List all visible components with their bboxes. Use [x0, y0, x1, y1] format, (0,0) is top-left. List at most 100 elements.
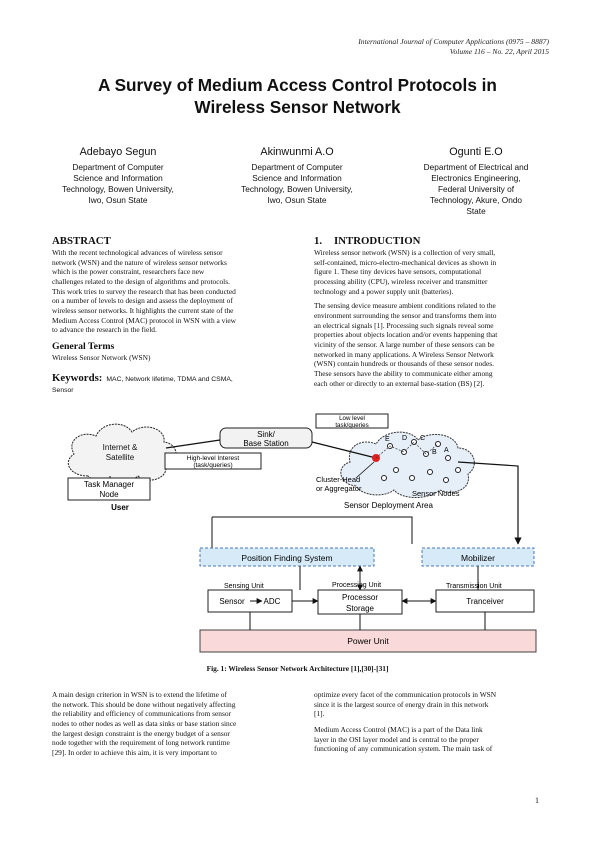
storage-label: Storage — [346, 604, 375, 613]
text-line: since it is the largest source of energy… — [314, 699, 489, 709]
text-line: [29]. In order to achieve this aim, it i… — [52, 747, 217, 757]
sensor-area-cloud-icon — [340, 431, 475, 498]
text-line: (WSN) contain hundreds or thousands of t… — [314, 359, 495, 369]
text-line: an electrical signals [1]. Processing su… — [314, 320, 494, 330]
node-letter-b: B — [432, 449, 437, 456]
text-line: A main design criterion in WSN is to ext… — [52, 690, 227, 699]
text-line: environment surrounding the sensor and t… — [314, 310, 497, 320]
author-block-2: Akinwunmi A.O Department of Computer Sci… — [222, 146, 372, 206]
text-line: the reliability and efficiency of commun… — [52, 709, 232, 719]
node-letter-e: E — [385, 436, 390, 443]
paper-title: A Survey of Medium Access Control Protoc… — [40, 74, 555, 118]
aff-line: Department of Computer — [72, 162, 164, 172]
text-line: processing ability (CPU), wireless recei… — [314, 276, 488, 286]
transceiver-label: Tranceiver — [466, 597, 504, 606]
processing-unit-label: Processing Unit — [332, 582, 381, 589]
sensor-node-group — [372, 439, 461, 483]
text-line: network (WSN) and the nature of wireless… — [52, 257, 227, 267]
author-affiliation: Department of Computer Science and Infor… — [43, 162, 193, 206]
adc-label: ADC — [264, 597, 281, 606]
text-line: With the recent technological advances o… — [52, 248, 223, 257]
bottom-right-column: optimize every facet of the communicatio… — [314, 690, 543, 754]
task-manager-box — [67, 477, 151, 501]
right-column: 1.INTRODUCTION Wireless sensor network (… — [314, 235, 543, 388]
journal-volume: Volume 116 – No. 22, April 2015 — [449, 47, 549, 56]
text-line: figure 1. These tiny devices have sensor… — [314, 267, 482, 277]
keywords-block: Keywords: MAC, Network lifetime, TDMA an… — [52, 368, 281, 395]
text-line: Medium Access Control (MAC) protocol in … — [52, 315, 236, 325]
text-line: nodes to other nodes as well as data sin… — [52, 718, 237, 728]
text-line: challenges related to the design of algo… — [52, 276, 230, 286]
interest-label-1: High-level Interest — [187, 455, 240, 462]
author-block-1: Adebayo Segun Department of Computer Sci… — [43, 146, 193, 206]
text-line: which is the power constraint, researche… — [52, 267, 205, 277]
text-line: self-contained, micro-electro-mechanical… — [314, 257, 497, 267]
aff-line: Science and Information — [252, 173, 342, 183]
lowlevel-label-1: Low level — [339, 415, 365, 422]
aff-line: Technology, Bowen University, — [62, 184, 174, 194]
aff-line: Department of Computer — [251, 162, 343, 172]
text-line: technology and a power supply unit (batt… — [314, 286, 454, 296]
text-line: Wireless sensor network (WSN) is a colle… — [314, 248, 496, 257]
routing-path — [375, 441, 439, 459]
processor-label: Processor — [342, 593, 378, 602]
sensor-nodes-label: Sensor Nodes — [412, 489, 460, 498]
sensor-label: Sensor — [219, 597, 245, 606]
author-affiliation: Department of Computer Science and Infor… — [222, 162, 372, 206]
title-line-2: Wireless Sensor Network — [194, 97, 401, 117]
aff-line: Technology, Akure, Ondo — [429, 195, 523, 205]
sensor-node — [455, 467, 461, 473]
aff-line: Iwo, Osun State — [267, 195, 327, 205]
figure-caption: Fig. 1: Wireless Sensor Network Architec… — [206, 664, 389, 673]
text-line: functioning of any communication system.… — [314, 744, 493, 754]
text-line: optimize every facet of the communicatio… — [314, 690, 497, 699]
text-line: each other or directly to an external ba… — [314, 378, 485, 388]
interest-label-2: (task/queries) — [193, 462, 232, 469]
sensor-node — [427, 469, 433, 475]
abstract-heading: ABSTRACT — [52, 235, 111, 247]
sensor-node — [443, 477, 449, 483]
intro-paragraph-2: The sensing device measure ambient condi… — [314, 301, 543, 388]
cloud-label-2: Satellite — [106, 453, 135, 462]
text-line: the largest design constraint is the ene… — [52, 728, 230, 738]
design-criterion-paragraph: A main design criterion in WSN is to ext… — [52, 690, 281, 758]
author-name: Ogunti E.O — [449, 146, 503, 158]
text-line: on a number of levels to design and asse… — [52, 296, 233, 306]
section-number: 1. — [314, 235, 323, 247]
sensor-node — [393, 467, 399, 473]
general-terms-heading: General Terms — [52, 340, 115, 352]
lowlevel-label-2: task/queries — [335, 422, 368, 429]
sensing-unit-label: Sensing Unit — [224, 583, 264, 590]
text-line: node together with the requirement of lo… — [52, 738, 230, 748]
low-level-task-box — [315, 413, 389, 429]
aff-line: Technology, Bowen University, — [241, 184, 353, 194]
keywords-label: Keywords: — [52, 371, 103, 384]
text-line: properties about objects location and/or… — [314, 330, 498, 340]
zoom-connector — [457, 461, 522, 545]
text-line: Medium Access Control (MAC) is a part of… — [314, 724, 483, 734]
text-line: the network. This should be done without… — [52, 699, 236, 709]
power-label: Power Unit — [347, 636, 389, 646]
node-letter-a: A — [444, 447, 449, 454]
keywords-line-1: MAC, Network lifetime, TDMA and CSMA, — [106, 375, 233, 383]
intro-heading: 1.INTRODUCTION — [314, 235, 543, 248]
aff-line: Electronics Engineering, — [431, 173, 521, 183]
deployment-area-label: Sensor Deployment Area — [344, 501, 433, 510]
sink-cluster-link — [311, 441, 377, 459]
text-line: wireless sensor networks. It highlights … — [52, 305, 234, 315]
sensor-node — [409, 475, 415, 481]
bottom-left-column: A main design criterion in WSN is to ext… — [52, 690, 281, 758]
aff-line: State — [466, 206, 486, 216]
sink-label-2: Base Station — [243, 439, 288, 448]
optimize-paragraph: optimize every facet of the communicatio… — [314, 690, 543, 719]
aff-line: Iwo, Osun State — [88, 195, 148, 205]
text-line: to advance the research in the field. — [52, 325, 157, 335]
architecture-frame-line — [212, 516, 413, 544]
text-line: layer in the OSI layer model and is cent… — [314, 734, 479, 744]
cloud-label-1: Internet & — [103, 443, 138, 452]
text-line: This work tries to survey the research t… — [52, 286, 236, 296]
mac-paragraph: Medium Access Control (MAC) is a part of… — [314, 725, 543, 754]
aff-line: Science and Information — [73, 173, 163, 183]
aff-line: Federal University of — [437, 184, 515, 194]
title-line-1: A Survey of Medium Access Control Protoc… — [98, 75, 497, 95]
